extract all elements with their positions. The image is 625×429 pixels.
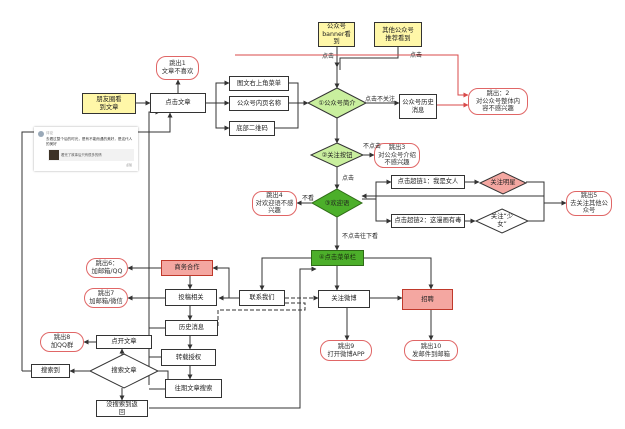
comment-text: 去看过整个后的时光，是有不能而遇的美好，是这代人的美好 (46, 137, 133, 146)
friend-source: 朋友圈看 到文章 (82, 93, 136, 114)
follow-diamond-label: ②关注按钮 (321, 151, 353, 159)
edge-menu-contact (259, 257, 311, 291)
label-click-right: 点击 (410, 52, 423, 59)
edge-welcome-hook1 (362, 179, 392, 200)
edge-article-qr (215, 103, 230, 131)
welcome-diamond-label: ③欢迎语 (324, 199, 350, 207)
comment-card (48, 149, 134, 161)
banner-source: 公众号 banner看 到 (318, 22, 355, 47)
submit-box: 投稿相关 (165, 289, 217, 306)
card-text: 看完了故事后只有很多的情 (61, 153, 102, 157)
welcome-diamond (310, 188, 364, 218)
intro-diamond (306, 87, 368, 119)
top-menu-box: 图文右上角菜单 (229, 76, 289, 91)
label-not-click-down: 不点击往下看 (342, 233, 379, 240)
hist-msg-box: 历史消息 (165, 320, 218, 336)
edge-menu-recruit (364, 257, 434, 290)
recruit-box: 招聘 (402, 289, 453, 310)
search-diamond (88, 353, 160, 389)
follow-diamond (309, 142, 365, 168)
search-diamond-label: 搜索文章 (111, 367, 137, 375)
label-not-look: 不看 (302, 195, 315, 202)
exit-10: 跳出10 发邮件到邮箱 (404, 340, 458, 361)
exit-4: 跳出4 对欢迎语不感 兴趣 (252, 191, 297, 216)
star-diamond-label: 关注明星 (490, 179, 516, 187)
card-thumbnail (49, 150, 59, 160)
exit-2: 跳出：2 对公众号整体内 容不感兴趣 (468, 88, 528, 115)
exit-6: 跳出6： 加邮箱/QQ (86, 258, 128, 278)
label-not-follow: 点击不关注 (365, 96, 396, 103)
click-article-box: 点击文章 (150, 93, 206, 113)
edge-notfound-menu (149, 266, 317, 409)
label-click-follow: 点击 (342, 175, 355, 182)
hook1-box: 点击超链1：我是女人 (391, 175, 465, 189)
edge-right-loop (526, 181, 545, 222)
edge-topmenu-intro (289, 82, 308, 104)
edge-welcome-hook2 (375, 199, 392, 224)
girl-diamond (474, 208, 530, 234)
edge-article-topmenu (206, 80, 230, 104)
recommend-source: 其他公众号 推荐看到 (374, 22, 422, 47)
exit-5: 跳出5 去关注其他公 众号 (566, 191, 612, 216)
hook2-box: 点击超链2：这漫画有毒 (391, 214, 465, 228)
biz-box: 商务合作 (161, 260, 213, 276)
edge-qr-intro (275, 103, 299, 129)
not-found-box: 没搜索到返 回 (96, 400, 148, 417)
history-box: 公众号历史 消息 (399, 94, 437, 119)
label-click-top: 点击 (322, 53, 335, 60)
exit-9: 跳出9 打开微博APP (320, 340, 372, 361)
exit-7: 跳出7 加邮箱/微信 (84, 288, 128, 308)
reprint-box: 转载授权 (161, 349, 216, 366)
exit-1: 跳出1 文章不喜欢 (156, 56, 199, 80)
exit-8: 跳出8 加QQ群 (40, 332, 84, 352)
search-found-box: 搜索到 (31, 364, 70, 378)
past-search-box: 往期文章搜索 (165, 379, 222, 398)
weibo-box: 关注微博 (318, 290, 370, 308)
comment-screenshot: 评论 去看过整个后的时光，是有不能而遇的美好，是这代人的美好 看完了故事后只有很… (34, 127, 138, 171)
edge-red-top (235, 54, 469, 98)
contact-box: 联系我们 (239, 290, 285, 306)
edge-recommend-down (339, 47, 399, 70)
comment-footer: 点赞 (125, 163, 132, 167)
account-name-box: 公众号内页名称 (229, 96, 289, 111)
exit-3: 跳出3 对公众号介绍 不感兴趣 (374, 143, 420, 168)
qr-code-box: 底部二维码 (229, 121, 275, 136)
intro-diamond-label: ①公众号简介 (318, 99, 356, 107)
edge-contact-biz (212, 265, 239, 299)
comment-header: 评论 (46, 131, 54, 135)
avatar (38, 131, 44, 137)
edge-contact-hist (217, 302, 306, 326)
menu-bar-box: ④点击菜单栏 (311, 250, 364, 266)
open-article-box: 点开文章 (96, 335, 152, 349)
star-diamond (478, 171, 528, 195)
girl-diamond-label: 关注“少 女” (490, 213, 514, 228)
label-not-click: 不点击 (363, 143, 382, 150)
